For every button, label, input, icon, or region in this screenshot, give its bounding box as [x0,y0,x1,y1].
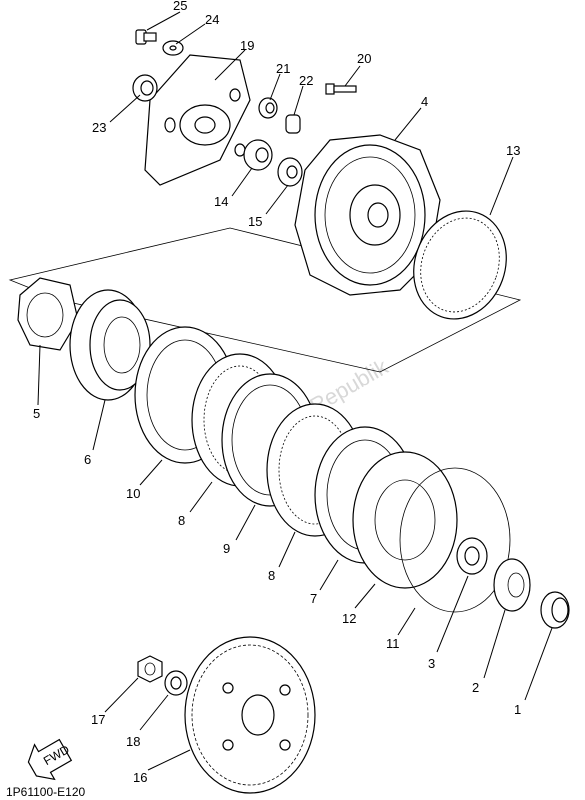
callout-8b: 8 [268,568,275,583]
callout-18: 18 [126,734,140,749]
bearing-21 [258,97,278,119]
ring-gear-13 [413,210,507,320]
bolt-25 [135,29,157,45]
callout-19: 19 [240,38,254,53]
callout-1: 1 [514,702,521,717]
bolt-20 [325,83,357,95]
one-way-clutch-5 [17,277,79,351]
bearing-23 [132,74,158,102]
bush-14 [243,139,273,171]
gear-2 [493,558,531,612]
callout-10: 10 [126,486,140,501]
lock-washer-18 [164,670,188,696]
callout-11: 11 [386,636,400,651]
forward-arrow-icon: FWD [27,738,73,781]
callout-5: 5 [33,406,40,421]
callout-9: 9 [223,541,230,556]
callout-leaders [37,11,553,771]
circlip-11 [399,467,511,613]
nut-17 [137,655,163,683]
callout-12: 12 [342,611,356,626]
callout-13: 13 [506,143,520,158]
callout-22: 22 [299,73,313,88]
callout-15: 15 [248,214,262,229]
callout-25: 25 [173,0,187,13]
clutch-housing-4 [294,134,441,296]
callout-16: 16 [133,770,147,785]
washer-15 [277,157,303,187]
washer-24 [162,40,184,56]
callout-24: 24 [205,12,219,27]
washer-3 [456,537,488,575]
diagram-code: 1P61100-E120 [6,785,86,799]
callout-2: 2 [472,680,479,695]
callout-17: 17 [91,712,105,727]
callout-3: 3 [428,656,435,671]
callout-8a: 8 [178,513,185,528]
callout-labels: 25 24 19 21 22 20 23 4 14 15 13 5 6 10 8… [33,0,521,785]
callout-6: 6 [84,452,91,467]
callout-14: 14 [214,194,228,209]
callout-7: 7 [310,591,317,606]
callout-21: 21 [276,61,290,76]
callout-20: 20 [357,51,371,66]
collar-1 [540,591,570,629]
callout-23: 23 [92,120,106,135]
plate-19 [144,54,251,186]
driven-gear-16 [184,636,316,794]
collar-22 [285,114,301,134]
pressure-plate-12 [352,451,458,589]
clutch-boss-6 [69,289,151,401]
callout-4: 4 [421,94,428,109]
